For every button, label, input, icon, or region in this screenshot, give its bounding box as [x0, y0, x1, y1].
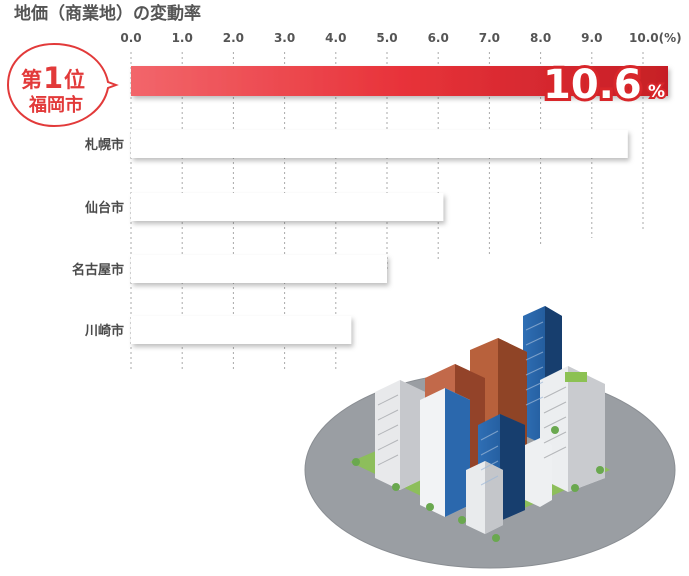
- bar-福岡市: [131, 66, 668, 96]
- x-tick-label: 7.0: [479, 31, 500, 45]
- highlight-unit: %: [648, 82, 665, 102]
- bar-川崎市: [131, 316, 352, 344]
- highlight-value-label: 10.6 %: [540, 59, 667, 111]
- highlight-value: 10.6: [543, 62, 642, 108]
- x-tick-label: 4.0: [325, 31, 346, 45]
- category-label: 名古屋市: [72, 262, 124, 278]
- category-label: 川崎市: [84, 323, 124, 339]
- badge-shape: [6, 42, 119, 128]
- rank-number: 1: [43, 61, 63, 95]
- bar-札幌市: [131, 130, 628, 158]
- x-axis-ticks: 0.0 1.0 2.0 3.0 4.0 5.0 6.0 7.0 8.0 9.0 10.0(%): [120, 31, 681, 45]
- bars: [131, 66, 668, 344]
- rank-prefix: 第: [21, 68, 42, 92]
- rank-city: 福岡市: [28, 94, 83, 116]
- x-tick-label: 0.0: [120, 31, 141, 45]
- rank-suffix: 位: [64, 68, 85, 92]
- x-tick-label: 9.0: [581, 31, 602, 45]
- x-tick-label: 6.0: [428, 31, 449, 45]
- bar-仙台市: [131, 193, 444, 221]
- x-tick-label: 10.0(%): [629, 31, 682, 45]
- rank-badge: 第 1 位 福岡市: [6, 42, 119, 128]
- city-illustration: [304, 306, 676, 569]
- chart-title: 地価（商業地）の変動率: [14, 3, 201, 24]
- x-tick-label: 2.0: [223, 31, 244, 45]
- x-tick-label: 1.0: [172, 31, 193, 45]
- x-tick-label: 5.0: [376, 31, 397, 45]
- category-label: 仙台市: [85, 200, 124, 216]
- category-label: 札幌市: [84, 137, 124, 153]
- x-tick-label: 8.0: [530, 31, 551, 45]
- x-tick-label: 3.0: [274, 31, 295, 45]
- bar-名古屋市: [131, 255, 387, 283]
